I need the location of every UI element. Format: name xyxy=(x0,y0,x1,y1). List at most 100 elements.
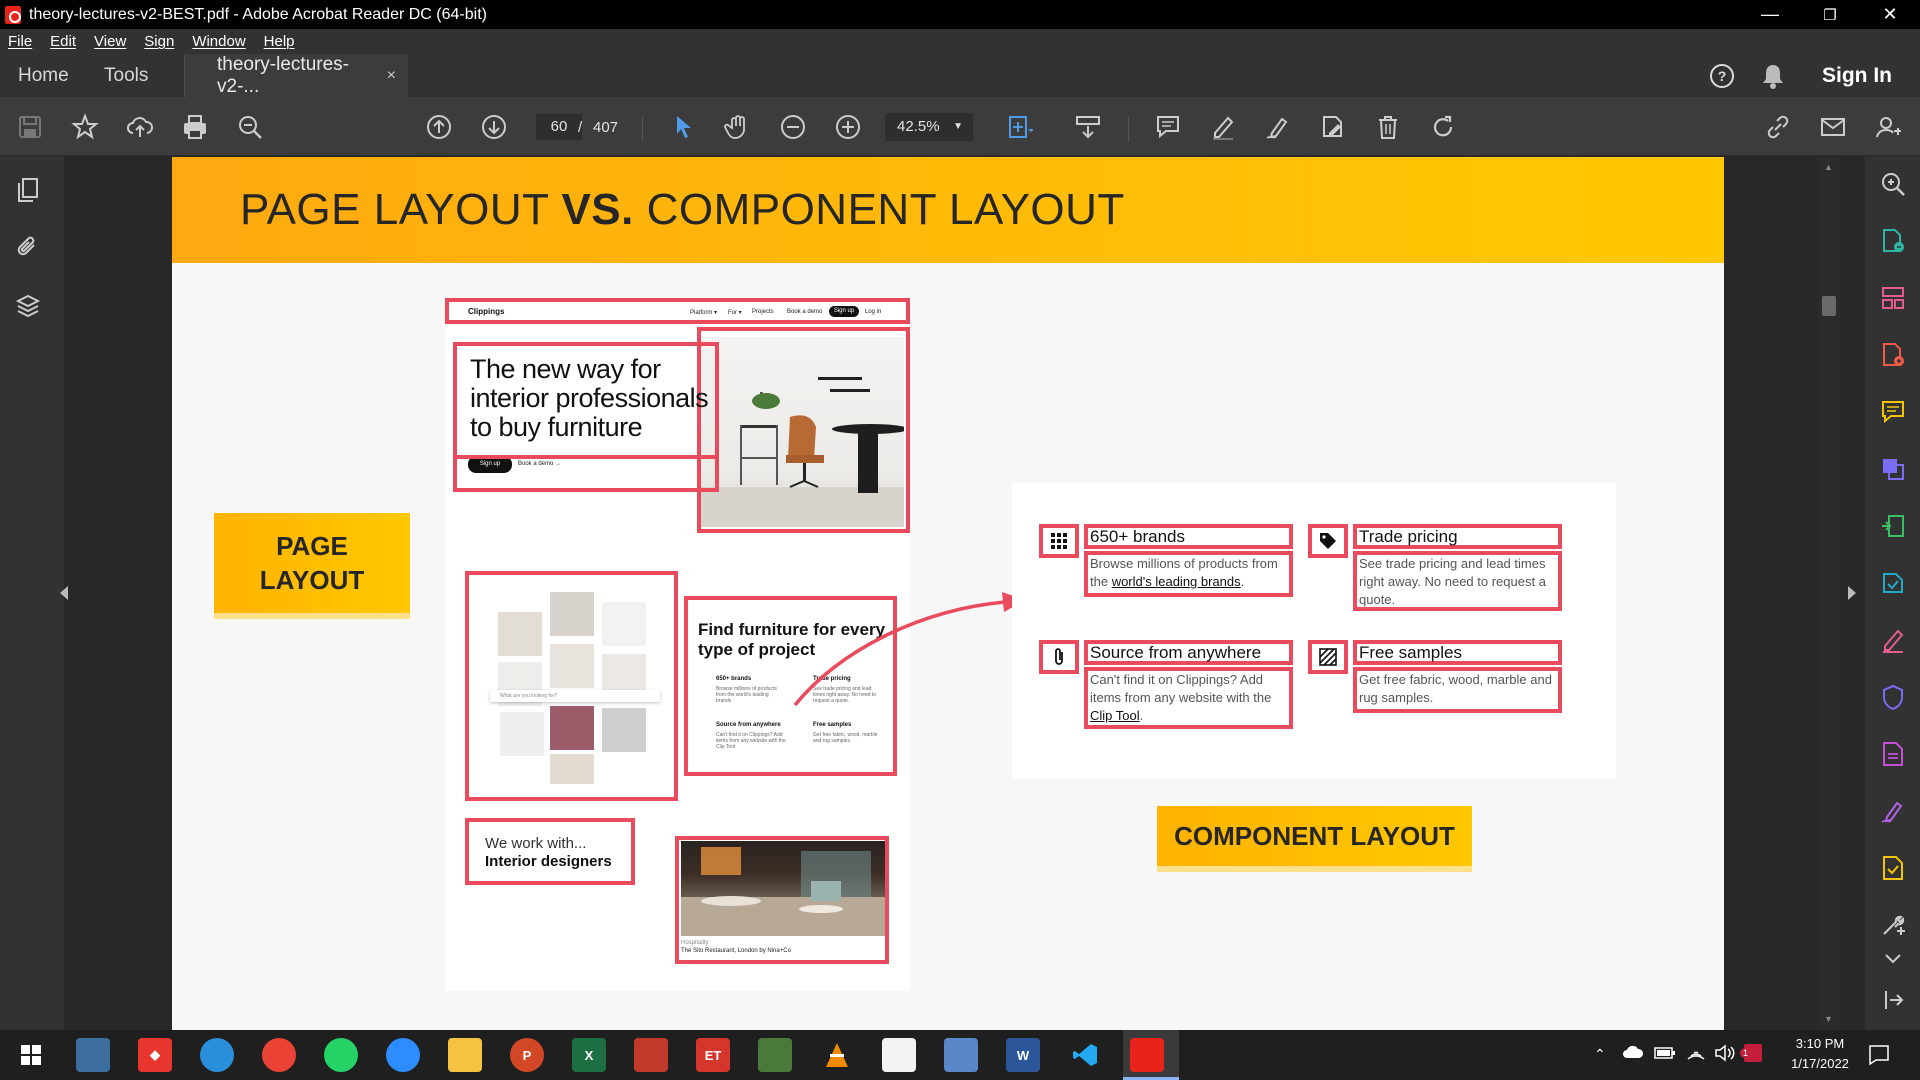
edit-pdf-icon[interactable] xyxy=(1318,112,1348,142)
minimize-button[interactable]: — xyxy=(1761,4,1779,24)
collapse-panel-icon[interactable] xyxy=(1879,986,1909,1016)
more-tools-icon[interactable] xyxy=(1879,911,1909,941)
combine-files-icon[interactable] xyxy=(1879,455,1909,485)
export-pdf-icon[interactable] xyxy=(1879,227,1909,257)
snip-tool-icon[interactable] xyxy=(882,1038,916,1072)
vlc-icon[interactable] xyxy=(820,1038,854,1072)
onedrive-cloud-icon[interactable] xyxy=(1622,1044,1644,1065)
convert-pdf-icon[interactable] xyxy=(1879,569,1909,599)
page-layout-line-2: LAYOUT xyxy=(259,565,365,595)
network-app-icon[interactable] xyxy=(944,1038,978,1072)
save-icon[interactable] xyxy=(15,112,45,142)
close-window-button[interactable]: ✕ xyxy=(1882,4,1898,24)
bookmark-star-icon[interactable] xyxy=(70,112,100,142)
product-thumb xyxy=(602,708,646,752)
menu-view[interactable]: View xyxy=(94,33,127,50)
protect-shield-icon[interactable] xyxy=(1879,683,1909,713)
anydesk-icon[interactable]: ◆ xyxy=(138,1038,172,1072)
menu-sign[interactable]: Sign xyxy=(144,33,175,50)
chevron-down-icon[interactable] xyxy=(1879,946,1909,966)
windows-start-icon[interactable] xyxy=(14,1038,48,1072)
close-tab-icon[interactable]: × xyxy=(386,67,396,84)
tab-home[interactable]: Home xyxy=(18,65,69,86)
photos-app-icon[interactable] xyxy=(76,1038,110,1072)
create-pdf-icon[interactable] xyxy=(1879,341,1909,371)
select-cursor-icon[interactable] xyxy=(668,112,698,142)
powerpoint-icon[interactable]: P xyxy=(510,1038,544,1072)
email-icon[interactable] xyxy=(1818,112,1848,142)
clip-tool-link[interactable]: Clip Tool xyxy=(1090,708,1140,723)
battery-icon[interactable] xyxy=(1654,1046,1676,1065)
previous-page-icon[interactable] xyxy=(424,112,454,142)
excel-icon[interactable]: X xyxy=(572,1038,606,1072)
organize-pages-icon[interactable] xyxy=(1879,284,1909,314)
hand-tool-icon[interactable] xyxy=(723,112,753,142)
mock-logo: Clippings xyxy=(468,307,505,316)
vscode-icon[interactable] xyxy=(1068,1038,1102,1072)
menu-window[interactable]: Window xyxy=(192,33,246,50)
restore-button[interactable]: ❐ xyxy=(1823,6,1837,24)
menu-help[interactable]: Help xyxy=(263,33,295,50)
next-page-icon[interactable] xyxy=(479,112,509,142)
menu-file[interactable]: File xyxy=(8,33,33,50)
zoom-in-icon[interactable] xyxy=(833,112,863,142)
highlight-find-furniture xyxy=(684,596,897,776)
vertical-scrollbar[interactable]: ▲ ▼ xyxy=(1818,156,1840,1030)
zoom-out-icon[interactable] xyxy=(778,112,808,142)
enhance-scan-icon[interactable] xyxy=(1879,170,1909,200)
compress-pdf-icon[interactable] xyxy=(1879,512,1909,542)
tab-document[interactable]: theory-lectures-v2-... × xyxy=(184,54,408,98)
attachments-paperclip-icon[interactable] xyxy=(14,233,44,263)
comment-icon[interactable] xyxy=(1153,112,1183,142)
brands-link[interactable]: world's leading brands xyxy=(1111,574,1241,589)
file-explorer-icon[interactable] xyxy=(448,1038,482,1072)
scroll-down-arrow-icon[interactable]: ▼ xyxy=(1824,1014,1833,1024)
tab-tools[interactable]: Tools xyxy=(104,65,149,86)
et-app-icon[interactable]: ET xyxy=(696,1038,730,1072)
zoom-app-icon[interactable] xyxy=(386,1038,420,1072)
user-share-icon[interactable] xyxy=(1873,112,1903,142)
print-icon[interactable] xyxy=(180,112,210,142)
volume-icon[interactable] xyxy=(1714,1044,1736,1067)
highlight-pen-icon[interactable] xyxy=(1208,112,1238,142)
scrolling-mode-icon[interactable] xyxy=(1073,112,1103,142)
notifications-bell-icon[interactable] xyxy=(1760,54,1786,98)
help-icon[interactable]: ? xyxy=(1708,54,1736,98)
share-link-icon[interactable] xyxy=(1763,112,1793,142)
whatsapp-icon[interactable] xyxy=(324,1038,358,1072)
word-icon[interactable]: W xyxy=(1006,1038,1040,1072)
fit-page-icon[interactable] xyxy=(1004,112,1034,142)
delete-trash-icon[interactable] xyxy=(1373,112,1403,142)
page-number-input[interactable]: 60 xyxy=(535,113,583,141)
collapse-left-panel-icon[interactable] xyxy=(60,586,68,600)
wifi-icon[interactable] xyxy=(1686,1044,1706,1067)
notification-app-icon[interactable]: 1 xyxy=(1740,1044,1762,1062)
layers-icon[interactable] xyxy=(14,292,44,322)
green-app-icon[interactable] xyxy=(758,1038,792,1072)
edge-browser-icon[interactable] xyxy=(200,1038,234,1072)
comment-tool-icon[interactable] xyxy=(1879,398,1909,428)
scrollbar-thumb[interactable] xyxy=(1822,296,1836,316)
sign-pen-icon[interactable] xyxy=(1263,112,1293,142)
page-thumbnails-icon[interactable] xyxy=(14,176,44,206)
zoom-search-icon[interactable] xyxy=(235,112,265,142)
menu-edit[interactable]: Edit xyxy=(50,33,77,50)
request-signature-icon[interactable] xyxy=(1879,797,1909,827)
acrobat-reader-task-icon[interactable] xyxy=(1130,1038,1164,1072)
clock-time[interactable]: 3:10 PM xyxy=(1795,1036,1845,1051)
prepare-form-icon[interactable] xyxy=(1879,740,1909,770)
clock-date[interactable]: 1/17/2022 xyxy=(1791,1056,1849,1071)
rotate-icon[interactable] xyxy=(1428,112,1458,142)
action-center-icon[interactable] xyxy=(1868,1044,1890,1071)
send-for-review-icon[interactable] xyxy=(1879,854,1909,884)
highlight-product-grid xyxy=(465,571,678,801)
zoom-level-dropdown[interactable]: 42.5% ▼ xyxy=(885,113,973,141)
fill-sign-icon[interactable] xyxy=(1879,626,1909,656)
chrome-browser-icon[interactable] xyxy=(262,1038,296,1072)
sign-in-button[interactable]: Sign In xyxy=(1822,64,1892,87)
scroll-up-arrow-icon[interactable]: ▲ xyxy=(1824,162,1833,172)
collapse-right-panel-icon[interactable] xyxy=(1848,586,1856,600)
acrobat-pro-icon[interactable] xyxy=(634,1038,668,1072)
tray-chevron-up-icon[interactable]: ⌃ xyxy=(1594,1046,1606,1062)
upload-cloud-icon[interactable] xyxy=(125,112,155,142)
